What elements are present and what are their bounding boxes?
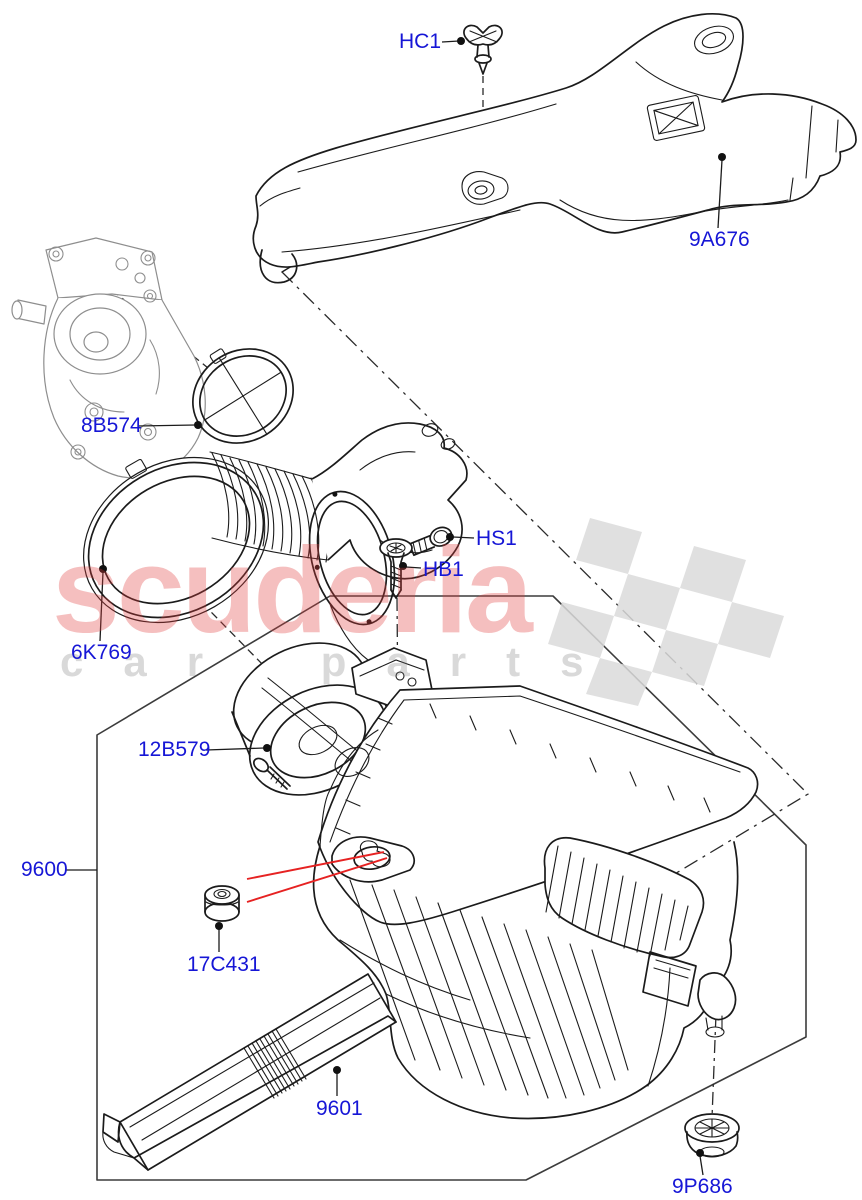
grommet-9p686-drawing <box>684 1113 740 1158</box>
intake-duct-drawing <box>252 13 857 284</box>
checkered-flag-watermark <box>548 518 784 706</box>
throttle-body-drawing <box>11 237 206 479</box>
part-label-9p686[interactable]: 9P686 <box>672 1175 733 1198</box>
bolt-hs1-drawing <box>408 526 453 557</box>
part-label-6k769[interactable]: 6K769 <box>71 641 132 664</box>
part-label-12b579[interactable]: 12B579 <box>138 738 211 761</box>
air-cleaner-box-drawing <box>312 685 759 1120</box>
assembly-boundary-box <box>96 595 807 1181</box>
red-pointer-lines <box>246 851 388 903</box>
part-label-hs1[interactable]: HS1 <box>476 527 517 550</box>
leader-dots <box>99 37 726 1157</box>
screw-hb1-drawing <box>379 538 413 599</box>
air-hose-drawing <box>82 422 468 661</box>
part-label-9a676[interactable]: 9A676 <box>689 228 750 251</box>
air-filter-drawing <box>102 973 397 1171</box>
part-label-9600[interactable]: 9600 <box>21 858 68 881</box>
part-label-9601[interactable]: 9601 <box>316 1097 363 1120</box>
part-label-hc1[interactable]: HC1 <box>399 30 442 53</box>
grommet-17c431-drawing <box>204 885 240 922</box>
part-label-hb1[interactable]: HB1 <box>423 558 464 581</box>
fastener-hc1-drawing <box>463 24 503 75</box>
part-label-17c431[interactable]: 17C431 <box>187 953 261 976</box>
maf-screw-drawing <box>252 757 291 790</box>
leader-lines <box>66 40 723 1176</box>
part-label-8b574[interactable]: 8B574 <box>81 414 142 437</box>
